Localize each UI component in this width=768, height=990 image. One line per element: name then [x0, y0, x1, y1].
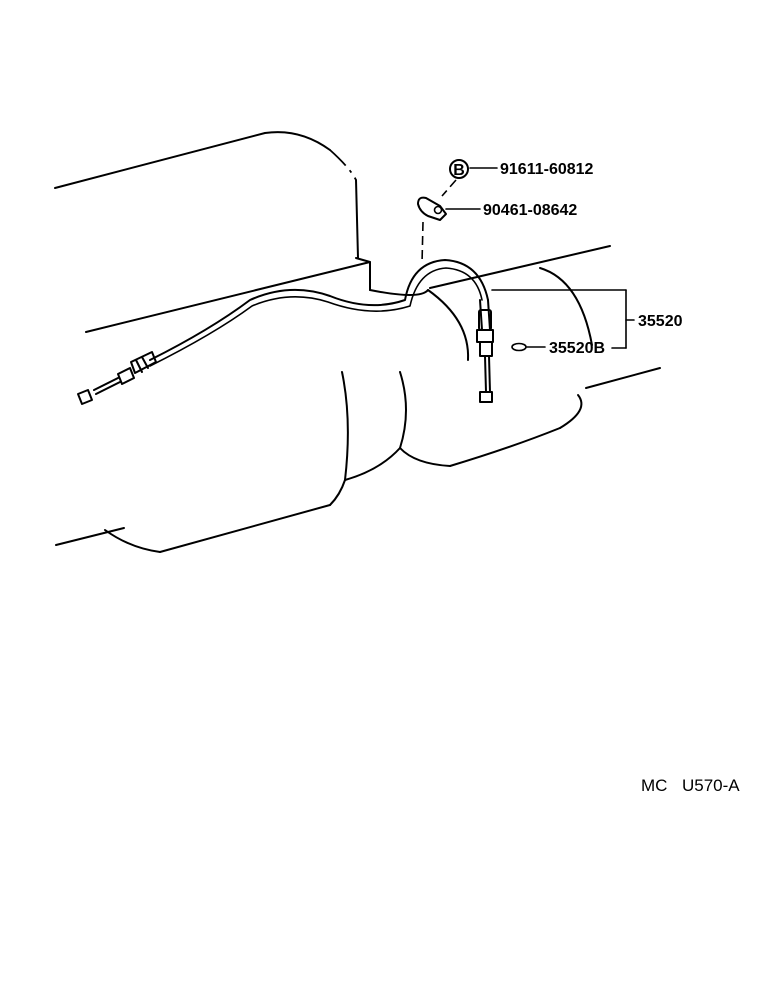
bolt-marker-letter: B: [453, 162, 465, 179]
cable-end-right: [476, 299, 494, 403]
label-clamp-number: 90461-08642: [483, 202, 577, 219]
transmission-body-outline: [55, 245, 661, 553]
bolt-marker: B: [449, 159, 469, 179]
cable-35520-path: [149, 259, 489, 367]
label-cable-sub-number: 35520B: [549, 340, 605, 357]
cable-end-left: [77, 351, 157, 405]
o-ring-part: [511, 342, 527, 352]
caption-code-1: MC: [641, 776, 667, 795]
engine-block-outline: [54, 131, 371, 333]
label-bolt-number: 91611-60812: [500, 161, 594, 178]
label-cable-assembly-number: 35520: [638, 313, 683, 330]
leader-lines: [445, 167, 635, 349]
caption-code-2: U570-A: [682, 776, 740, 795]
clamp-part: [417, 179, 457, 265]
